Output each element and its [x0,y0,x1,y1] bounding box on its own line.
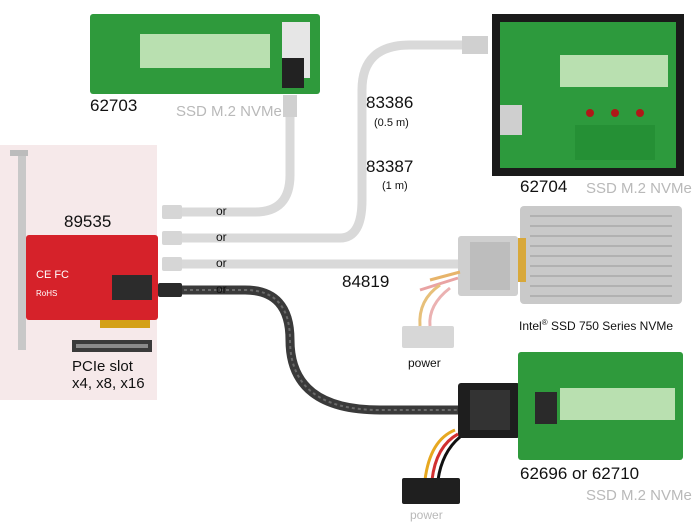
part-84819: 84819 [342,272,390,291]
part-83387: 83387 [366,157,414,176]
part-62703: 62703 [90,96,138,115]
or-label: or [216,256,227,270]
desc-62696: SSD M.2 NVMe [586,487,692,504]
power-connector-gray [402,326,454,348]
part-62696-62710: 62696 or 62710 [520,464,640,483]
power-connector-black [402,478,460,504]
svg-text:CE FC: CE FC [36,269,69,281]
length-83386: (0.5 m) [374,117,409,129]
cable-end-plug [162,257,182,271]
pcie-slot-title: PCIe slot [72,358,133,375]
intel-ssd-label: Intel® SSD 750 Series NVMe [519,318,673,333]
pcie-bracket [18,150,26,350]
or-label: or [216,282,227,296]
cable-end-plug [162,231,182,245]
or-label: or [216,204,227,218]
svg-text:RoHS: RoHS [36,289,57,298]
cable-connector [462,36,488,54]
length-83387: (1 m) [382,180,408,192]
cable-black-braided [173,285,465,415]
power-label: power [408,356,441,370]
intel-ssd-750 [520,206,682,304]
cable-end-plug [162,205,182,219]
desc-62703: SSD M.2 NVMe [176,103,282,120]
desc-62704: SSD M.2 NVMe [586,180,692,197]
cable-83387-top-right [173,40,475,243]
power-label: power [410,508,443,522]
part-62704: 62704 [520,177,568,196]
cable-connector [283,95,297,117]
pcie-slot-sizes: x4, x8, x16 [72,375,145,392]
cable-end-plug-black [158,283,182,297]
part-89535: 89535 [64,212,112,231]
part-83386: 83386 [366,93,414,112]
or-label: or [216,230,227,244]
sff-8643-port [112,275,152,300]
cable-83386-top-left [173,105,295,217]
